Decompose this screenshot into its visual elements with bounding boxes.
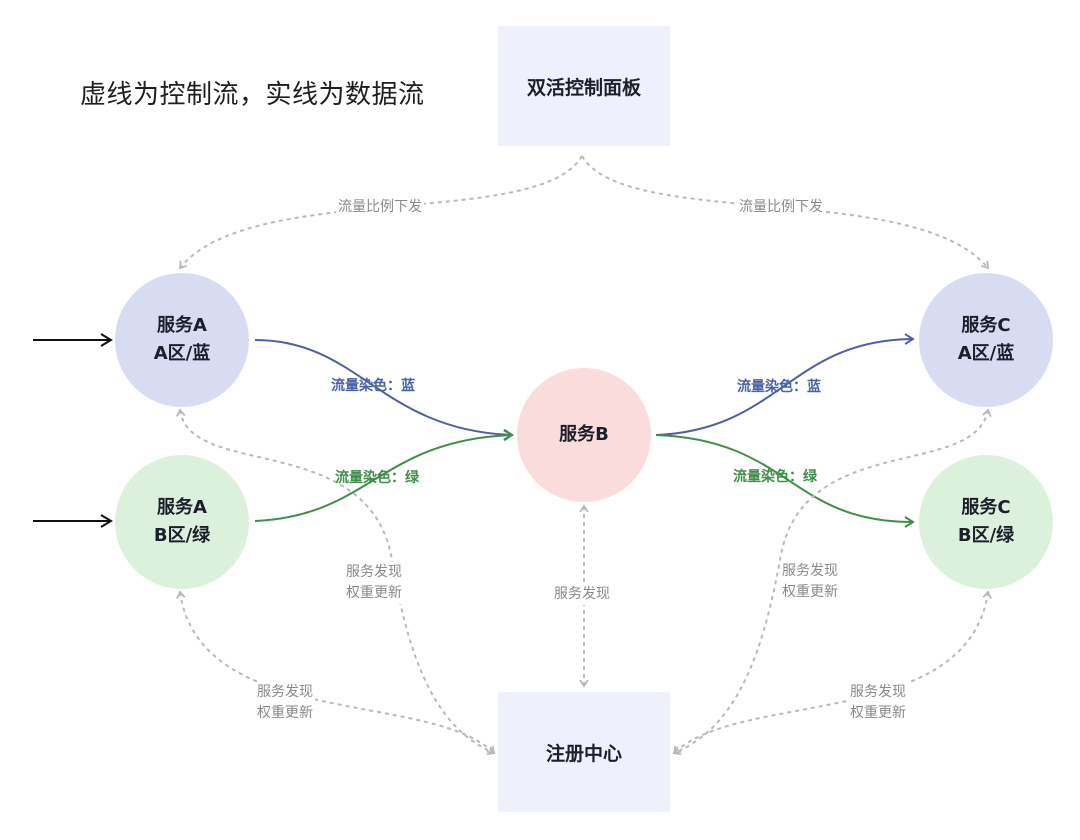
dye-blue-label-left: 流量染色：蓝 xyxy=(331,378,415,394)
service-c-blue-name: 服务C xyxy=(961,315,1011,336)
registry-box: 注册中心 xyxy=(498,692,670,812)
service-c-blue-node: 服务C A区/蓝 xyxy=(919,273,1053,407)
service-a-green-node: 服务A B区/绿 xyxy=(115,455,249,589)
discovery-label-inner-left-line2: 权重更新 xyxy=(346,585,402,601)
control-panel-label: 双活控制面板 xyxy=(526,76,641,99)
service-a-green-name: 服务A xyxy=(157,497,207,518)
dye-green-label-left: 流量染色：绿 xyxy=(335,470,419,486)
discovery-label-center: 服务发现 xyxy=(552,584,612,605)
discovery-a-blue-registry-arrow xyxy=(176,408,496,756)
service-c-green-node: 服务C B区/绿 xyxy=(919,455,1053,589)
discovery-label-outer-right-line1: 服务发现 xyxy=(850,684,906,700)
discovery-label-inner-right-line2: 权重更新 xyxy=(782,584,838,600)
service-c-blue-zone: A区/蓝 xyxy=(957,343,1015,364)
service-a-blue-name: 服务A xyxy=(157,315,207,336)
service-c-green-name: 服务C xyxy=(961,497,1011,518)
discovery-a-green-registry-arrow xyxy=(176,590,496,755)
control-panel-box: 双活控制面板 xyxy=(498,26,670,146)
discovery-label-outer-left: 服务发现 权重更新 xyxy=(255,682,315,724)
ratio-label-left: 流量比例下发 xyxy=(336,197,424,218)
discovery-label-inner-right: 服务发现 权重更新 xyxy=(780,561,840,603)
service-a-blue-zone: A区/蓝 xyxy=(153,343,211,364)
discovery-label-outer-right: 服务发现 权重更新 xyxy=(848,682,908,724)
legend-note: 虚线为控制流，实线为数据流 xyxy=(80,80,425,110)
service-a-green-zone: B区/绿 xyxy=(153,525,211,546)
dye-green-label-right: 流量染色：绿 xyxy=(733,469,817,485)
discovery-label-inner-right-line1: 服务发现 xyxy=(782,563,838,579)
service-a-blue-node: 服务A A区/蓝 xyxy=(115,273,249,407)
discovery-label-outer-right-line2: 权重更新 xyxy=(850,705,906,721)
service-b-name: 服务B xyxy=(559,424,609,445)
ratio-label-right: 流量比例下发 xyxy=(737,197,825,218)
discovery-label-inner-left-line1: 服务发现 xyxy=(346,564,402,580)
service-b-node: 服务B xyxy=(517,368,651,502)
discovery-label-inner-left: 服务发现 权重更新 xyxy=(344,562,404,604)
discovery-c-green-registry-arrow xyxy=(672,590,992,755)
discovery-label-outer-left-line1: 服务发现 xyxy=(257,684,313,700)
dye-blue-label-right: 流量染色：蓝 xyxy=(737,379,821,395)
service-c-green-zone: B区/绿 xyxy=(957,525,1015,546)
discovery-label-outer-left-line2: 权重更新 xyxy=(257,705,313,721)
registry-label: 注册中心 xyxy=(545,742,622,765)
